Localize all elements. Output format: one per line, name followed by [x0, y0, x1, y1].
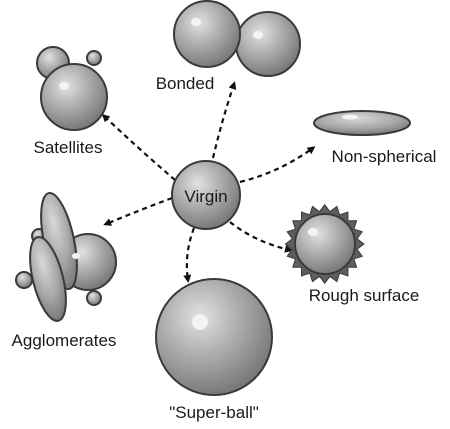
highlight: [59, 82, 69, 90]
arrow-to-nonspherical: [239, 146, 316, 184]
nonspherical-particle: [313, 110, 411, 136]
bonded-label: Bonded: [156, 74, 215, 93]
highlight: [191, 18, 201, 26]
node-nonspherical: Non-spherical: [313, 110, 437, 166]
nonspherical-label: Non-spherical: [332, 147, 437, 166]
satellites-label: Satellites: [34, 138, 103, 157]
highlight: [308, 228, 318, 236]
arrow-to-rough: [229, 221, 293, 253]
agglomerates-label: Agglomerates: [12, 331, 117, 350]
node-agglomerates: Agglomerates: [12, 191, 117, 350]
bonded-particle-right: [235, 11, 301, 77]
arrow-to-satellites: [101, 113, 176, 181]
superball-label: "Super-ball": [169, 403, 259, 422]
rough-surface-label: Rough surface: [309, 286, 420, 305]
arrows: [101, 81, 316, 283]
node-rough-surface: Rough surface: [284, 203, 420, 305]
arrow-to-bonded: [211, 81, 237, 159]
highlight: [342, 114, 358, 120]
node-satellites: Satellites: [34, 46, 108, 157]
satellite-tiny-right: [86, 50, 102, 66]
arrow-to-superball: [183, 227, 196, 283]
rough-surface-particle: [294, 213, 356, 275]
highlight: [72, 253, 80, 259]
node-bonded: Bonded: [156, 0, 301, 93]
agglomerate-small-bottom-left: [15, 271, 33, 289]
node-superball: "Super-ball": [155, 278, 273, 422]
virgin-label: Virgin: [184, 187, 227, 206]
virgin-particle: [171, 160, 241, 230]
satellite-main-particle: [40, 63, 108, 131]
highlight: [253, 31, 263, 39]
arrow-to-agglomerates: [103, 196, 173, 226]
agglomerate-small-bottom-right: [86, 290, 102, 306]
agglomerate-flake-front: [29, 236, 67, 322]
highlight: [192, 314, 208, 330]
bonded-particle-left: [173, 0, 241, 68]
node-virgin: Virgin: [171, 160, 241, 230]
superball-particle: [155, 278, 273, 396]
